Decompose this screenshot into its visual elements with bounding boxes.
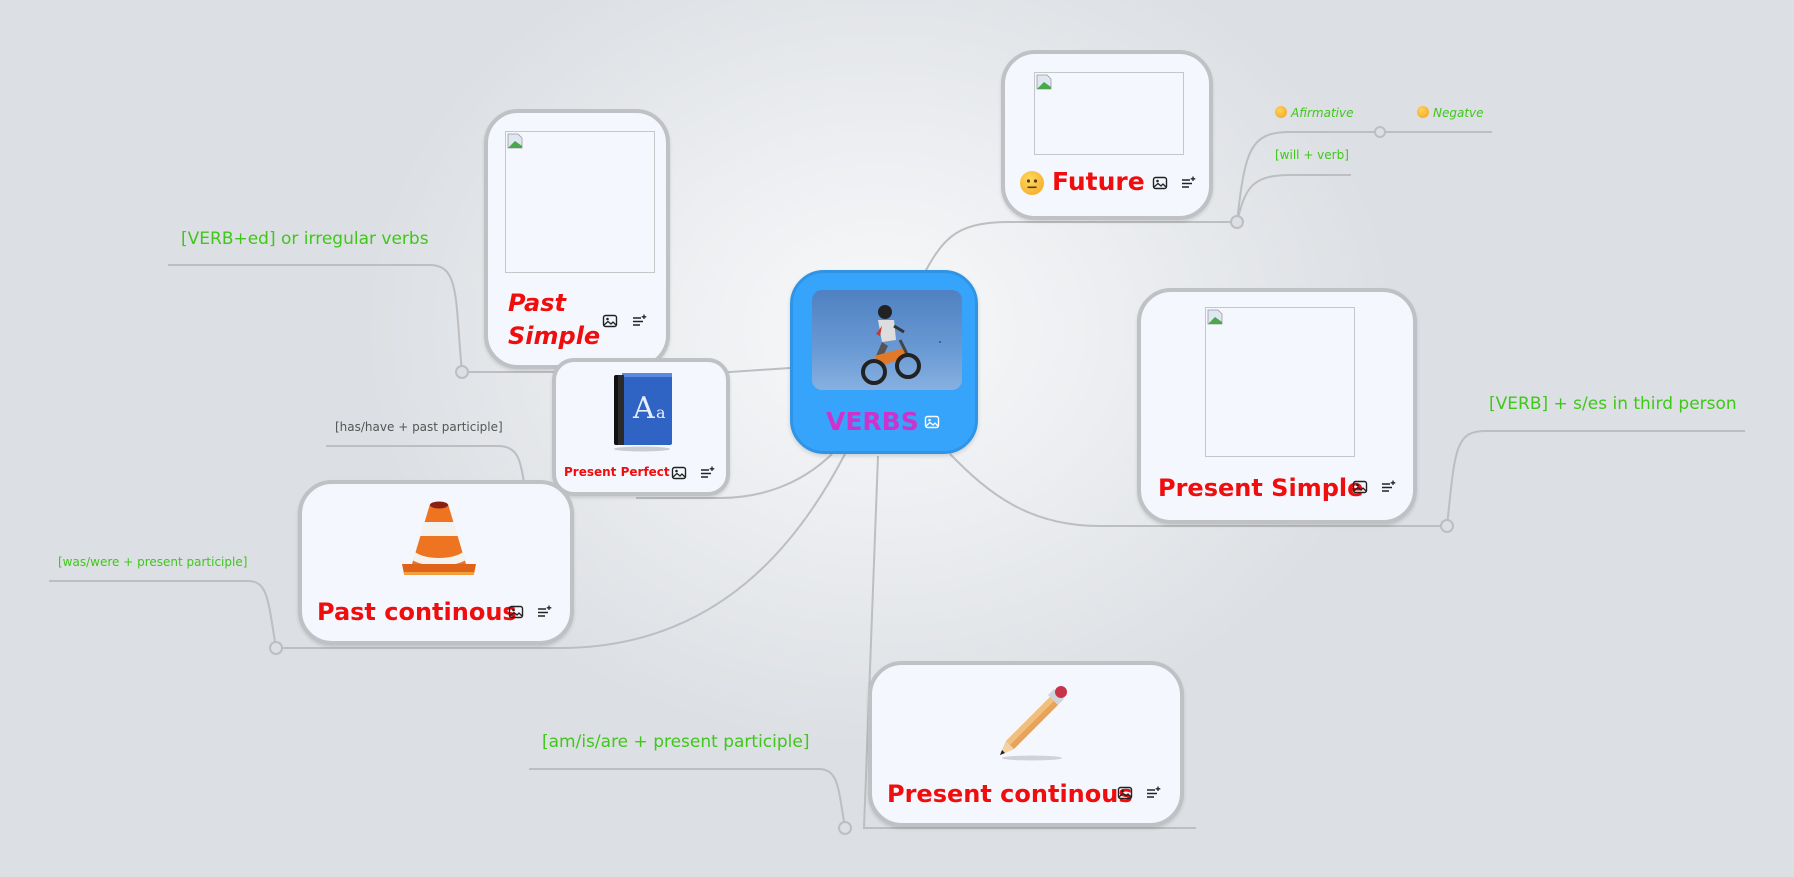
topic-future[interactable]: Future bbox=[1001, 50, 1213, 220]
topic-present-simple[interactable]: Present Simple bbox=[1137, 288, 1417, 524]
image-icon[interactable] bbox=[670, 464, 688, 482]
traffic-cone-image bbox=[400, 500, 478, 580]
image-icon[interactable] bbox=[601, 312, 619, 330]
central-topic-verbs[interactable]: VERBS bbox=[790, 270, 978, 454]
topic-future-title: Future bbox=[1052, 167, 1145, 196]
central-topic-title: VERBS bbox=[826, 407, 919, 436]
subtopic-present-simple-rule[interactable]: [VERB] + s/es in third person bbox=[1489, 394, 1737, 414]
motocross-photo bbox=[812, 290, 962, 390]
slightly-smiling-face-icon bbox=[1275, 106, 1287, 118]
image-icon[interactable] bbox=[1116, 784, 1134, 802]
subtopic-past-simple-rule[interactable]: [VERB+ed] or irregular verbs bbox=[181, 229, 429, 249]
dictionary-book-image: A a bbox=[610, 372, 674, 452]
subtopic-present-perfect-rule[interactable]: [has/have + past participle] bbox=[335, 420, 503, 434]
topic-past-continuous[interactable]: Past continous bbox=[298, 480, 574, 645]
topic-past-continuous-title: Past continous bbox=[317, 598, 517, 626]
subtopic-future-negative[interactable]: Negatve bbox=[1417, 106, 1484, 120]
add-note-icon[interactable] bbox=[535, 603, 553, 621]
subtopic-future-negative-label: Negatve bbox=[1433, 106, 1484, 120]
image-icon[interactable] bbox=[923, 413, 941, 431]
subtopic-future-affirmative-label: Afirmative bbox=[1291, 106, 1354, 120]
frowning-face-icon bbox=[1417, 106, 1429, 118]
svg-text:a: a bbox=[656, 403, 666, 422]
broken-image-placeholder bbox=[1034, 72, 1184, 155]
image-icon[interactable] bbox=[1151, 174, 1169, 192]
add-note-icon[interactable] bbox=[630, 312, 648, 330]
topic-present-perfect-title: Present Perfect bbox=[564, 465, 670, 479]
broken-image-placeholder bbox=[1205, 307, 1355, 457]
subtopic-future-rule[interactable]: [will + verb] bbox=[1275, 148, 1349, 162]
add-note-icon[interactable] bbox=[1179, 174, 1197, 192]
broken-image-placeholder bbox=[505, 131, 655, 273]
topic-past-simple[interactable]: Past Simple bbox=[484, 109, 670, 369]
image-icon[interactable] bbox=[507, 603, 525, 621]
add-note-icon[interactable] bbox=[698, 464, 716, 482]
topic-present-continuous-title: Present continous bbox=[887, 780, 1133, 808]
topic-past-simple-title-line1: Past bbox=[508, 289, 567, 317]
subtopic-past-continuous-rule[interactable]: [was/were + present participle] bbox=[58, 555, 248, 569]
topic-past-simple-title-line2: Simple bbox=[508, 322, 601, 350]
neutral-face-emoji bbox=[1020, 171, 1044, 195]
add-note-icon[interactable] bbox=[1144, 784, 1162, 802]
image-icon[interactable] bbox=[1351, 478, 1369, 496]
topic-present-perfect[interactable]: A a Present Perfect bbox=[552, 358, 730, 496]
pencil-image bbox=[990, 683, 1070, 763]
topic-present-simple-title: Present Simple bbox=[1158, 474, 1364, 502]
add-note-icon[interactable] bbox=[1379, 478, 1397, 496]
svg-text:A: A bbox=[632, 391, 655, 426]
subtopic-present-continuous-rule[interactable]: [am/is/are + present participle] bbox=[542, 732, 810, 752]
topic-present-continuous[interactable]: Present continous bbox=[868, 661, 1184, 827]
subtopic-future-affirmative[interactable]: Afirmative bbox=[1275, 106, 1353, 120]
